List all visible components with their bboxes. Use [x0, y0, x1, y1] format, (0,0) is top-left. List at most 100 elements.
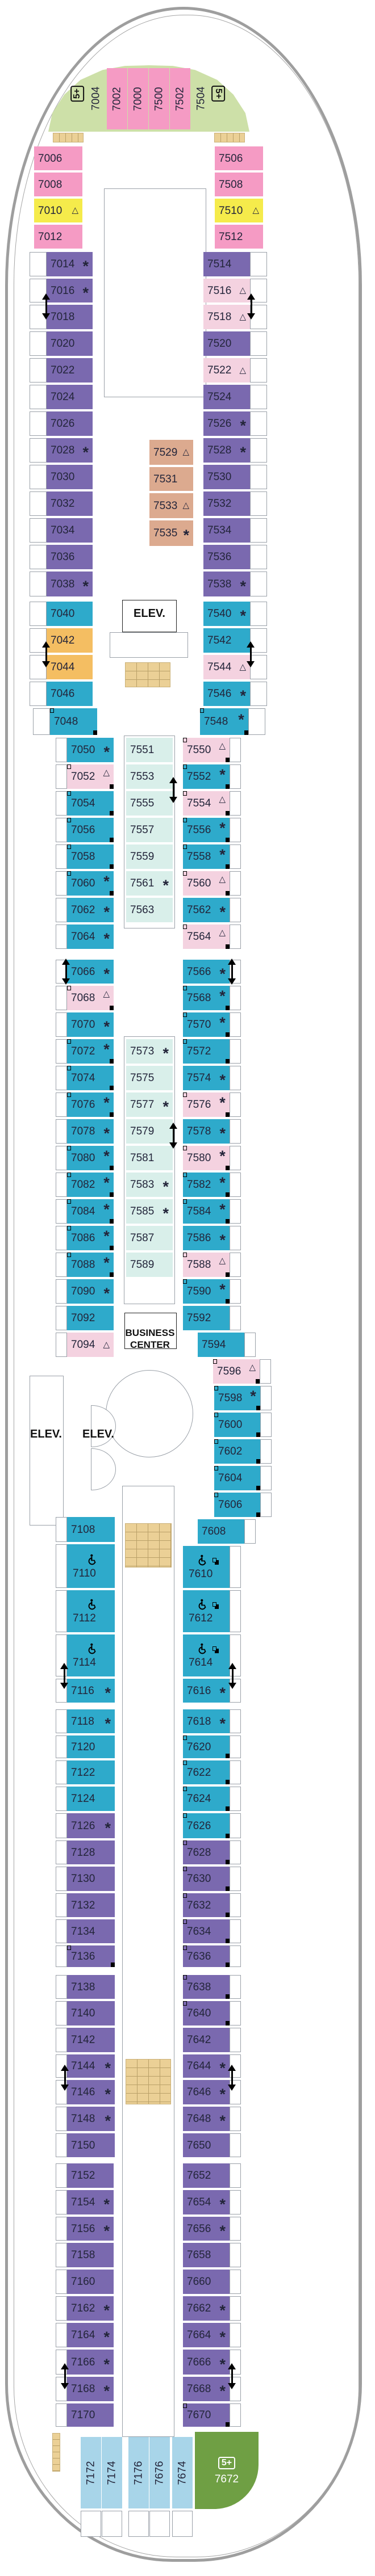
cabin: 7006	[34, 146, 82, 170]
asterisk-icon: *	[219, 1281, 226, 1298]
cabin-symbols: △	[103, 767, 111, 785]
connecting-square-icon	[219, 1744, 226, 1751]
cabin-number: 7112	[73, 1612, 96, 1624]
cabin-symbols: *	[219, 2197, 227, 2212]
cabin: 7116*	[67, 1679, 115, 1703]
asterisk-icon: *	[103, 2382, 110, 2399]
cabin-number: 7038	[51, 578, 75, 590]
cabin-number: 7664	[187, 2329, 211, 2341]
balcony-cell	[30, 331, 47, 356]
cabin-number: 7088	[71, 1259, 95, 1271]
cabin-number: 7564	[187, 931, 211, 943]
connecting-arrow-icon	[61, 2065, 69, 2091]
cabin: 7152	[67, 2163, 114, 2188]
cabin-symbols: *	[82, 578, 90, 594]
asterisk-icon: *	[103, 1018, 110, 1035]
cabin-symbols: *	[163, 1046, 170, 1061]
cabin-number: 7574	[187, 1072, 211, 1084]
cabin: 7112	[67, 1590, 115, 1632]
balcony-cell	[250, 545, 267, 569]
cabin-number: 7136	[71, 1950, 95, 1963]
cabin-symbols: *	[219, 989, 227, 1006]
connecting-square-icon	[219, 805, 226, 812]
cabin-number: 7092	[71, 1312, 95, 1324]
cabin-number: 7016	[51, 284, 75, 297]
connecting-square-icon	[103, 1239, 110, 1246]
stern-balcony-cell	[172, 2511, 193, 2537]
cabin: 7598*	[214, 1386, 260, 1410]
cabin-number: 7074	[71, 1072, 95, 1084]
stairs-block	[125, 1523, 172, 1568]
cabin-number: 7589	[130, 1259, 155, 1271]
cabin: 7150	[67, 2133, 115, 2157]
cabin-symbols: △	[103, 990, 111, 1006]
cabin-number: 7578	[187, 1125, 211, 1137]
balcony-cell	[56, 1709, 67, 1733]
balcony-cell	[230, 1306, 241, 1330]
cabin-symbols: *	[219, 966, 227, 981]
cabin-symbols	[219, 1048, 227, 1056]
cabin-number: 7630	[187, 1873, 211, 1885]
arrow-shaft	[172, 781, 174, 799]
connecting-arrow-icon	[247, 641, 255, 667]
cabin-number: 7172	[85, 2460, 97, 2485]
connecting-square-icon	[213, 1602, 219, 1609]
arrow-shaft	[65, 963, 67, 980]
triangle-icon: △	[182, 447, 189, 457]
connecting-square-icon	[219, 1212, 226, 1219]
elevator-label: ELEV.	[134, 607, 165, 620]
cabin-number: 7561	[130, 877, 155, 889]
cabin: 7561*	[126, 871, 173, 896]
balcony-cell	[230, 898, 241, 922]
cabin: 7160	[67, 2270, 114, 2294]
balcony-cell	[260, 1413, 272, 1437]
cabin: 7582*	[183, 1173, 230, 1197]
connecting-square-icon	[219, 778, 226, 784]
cabin: 7580*	[183, 1146, 230, 1170]
connecting-square-icon	[219, 1026, 226, 1032]
cabin-symbols: *	[240, 445, 248, 460]
cabin-symbols: *	[240, 608, 248, 624]
balcony-cell	[30, 602, 47, 626]
cabin-number: 7540	[207, 608, 232, 620]
cabin-number: 7140	[71, 2007, 95, 2019]
cabin: 7144*	[67, 2054, 115, 2078]
cabin: 7522△	[203, 358, 250, 383]
connecting-square-icon	[219, 831, 226, 838]
cabin: 7583*	[126, 1173, 173, 1197]
cabin-number: 7538	[207, 578, 232, 590]
connecting-square-icon	[219, 2413, 226, 2419]
balcony-cell	[230, 2323, 241, 2347]
cabin-number: 7054	[71, 797, 95, 809]
cabin: 7640	[183, 2001, 230, 2025]
cabin: 7016*	[47, 279, 93, 302]
cabin-number: 7598	[218, 1392, 243, 1404]
cabin-icons	[87, 1643, 99, 1655]
cabin-symbols: *	[219, 2384, 227, 2399]
asterisk-icon: *	[219, 1014, 226, 1031]
cabin-number: 7670	[187, 2409, 211, 2421]
triangle-icon: △	[219, 741, 226, 751]
cabin-number: 7130	[71, 1873, 95, 1885]
balcony-cell	[30, 571, 47, 596]
cabin-symbols: *	[219, 1095, 227, 1112]
triangle-icon: △	[219, 927, 226, 938]
cabin: 7054	[67, 791, 114, 816]
balcony-cell	[56, 818, 67, 842]
connecting-square-icon	[219, 1850, 226, 1856]
balcony-cell	[250, 518, 267, 543]
cabin-number: 7636	[187, 1950, 211, 1963]
cabin: 7090*	[67, 1279, 114, 1304]
cabin: 7562*	[183, 898, 230, 922]
cabin-symbols: *	[219, 2223, 227, 2238]
cabin-number: 7138	[71, 1981, 95, 1993]
cabin-symbols: *	[103, 1175, 111, 1192]
ship-hull-outline	[5, 7, 362, 2562]
cabin-number: 7148	[71, 2113, 95, 2125]
cabin-number: 7524	[207, 391, 232, 403]
cabin-symbols: △	[219, 927, 227, 945]
cabin-number: 7604	[218, 1472, 243, 1484]
cabin-symbols	[103, 1074, 111, 1082]
cabin-number: 7510	[219, 204, 243, 217]
triangle-icon: △	[103, 767, 110, 778]
